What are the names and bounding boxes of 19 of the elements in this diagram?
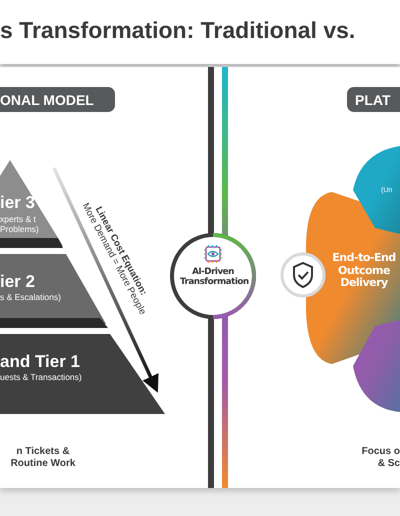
section-header xyxy=(347,87,400,112)
pyramid-tier xyxy=(0,160,64,248)
petal-segment xyxy=(353,320,400,412)
hub-text: AI-Driven Transformation xyxy=(180,267,246,288)
summary-text: n Tickets & Routine Work xyxy=(10,446,76,469)
tier-description: uests & Transactions) xyxy=(0,373,83,383)
tier-description: xperts & t Problems) xyxy=(0,215,40,235)
petal-segment xyxy=(353,146,400,234)
tier-heading: and Tier 1 xyxy=(0,352,81,372)
petal-text: End-to-End Outcome Delivery xyxy=(331,252,397,290)
tier-heading: ier 2 xyxy=(0,272,36,292)
section-header xyxy=(0,87,115,112)
page-title: s Transformation: Traditional vs. xyxy=(0,17,356,44)
tier-description: s & Escalations) xyxy=(0,293,62,303)
hub-circle xyxy=(170,233,256,319)
section-heading-text: ONAL MODEL xyxy=(0,92,95,108)
tier-heading: ier 3 xyxy=(0,193,36,213)
summary-text: Focus o & Sc xyxy=(360,446,400,469)
section-heading-text: PLAT xyxy=(355,92,392,108)
